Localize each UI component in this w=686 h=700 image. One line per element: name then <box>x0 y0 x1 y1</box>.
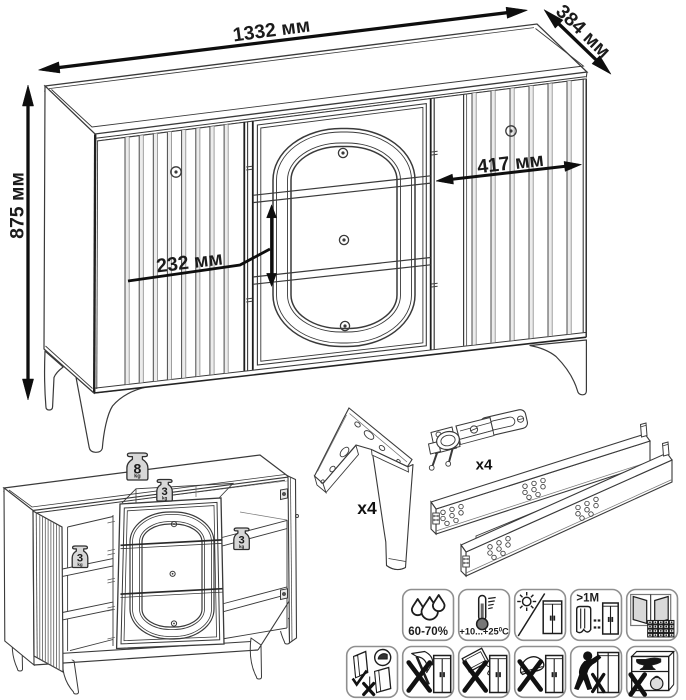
svg-text:x4: x4 <box>476 457 493 474</box>
svg-text:3: 3 <box>77 553 83 565</box>
svg-text:kg: kg <box>162 496 168 501</box>
svg-text:3: 3 <box>238 535 244 547</box>
svg-text:kg: kg <box>134 474 141 480</box>
svg-text:>1М: >1М <box>576 593 599 605</box>
svg-text:3: 3 <box>161 486 167 498</box>
svg-text:8: 8 <box>133 461 141 477</box>
svg-text:60-70%: 60-70% <box>408 626 448 638</box>
svg-text:+10...+250C: +10...+250C <box>459 627 509 637</box>
svg-text:kg: kg <box>77 562 83 567</box>
svg-text:x4: x4 <box>357 498 377 518</box>
svg-text:kg: kg <box>239 544 245 549</box>
svg-text:875 мм: 875 мм <box>7 172 29 239</box>
